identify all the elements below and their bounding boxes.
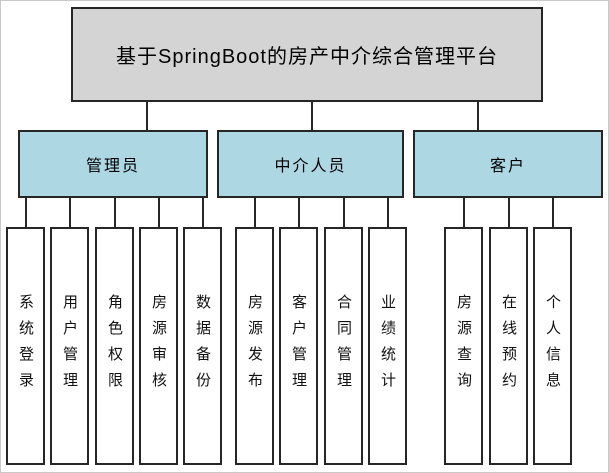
leaf-node-0-3: 房源审核 xyxy=(139,227,178,465)
connector-branch-1-leaf-2 xyxy=(342,198,345,227)
leaf-node-1-0: 房源发布 xyxy=(235,227,274,465)
leaf-node-0-2-label: 角色权限 xyxy=(106,294,123,398)
connector-root-branch-1 xyxy=(311,102,313,130)
leaf-node-0-1: 用户管理 xyxy=(50,227,89,465)
connector-branch-2-leaf-2 xyxy=(551,198,554,227)
connector-branch-1-leaf-3 xyxy=(386,198,389,227)
branch-node-0: 管理员 xyxy=(18,130,208,198)
leaf-node-0-3-label: 房源审核 xyxy=(150,294,167,398)
connector-branch-1-leaf-0 xyxy=(253,198,256,227)
leaf-node-0-1-label: 用户管理 xyxy=(61,294,78,398)
leaf-node-0-2: 角色权限 xyxy=(95,227,134,465)
connector-branch-2-leaf-1 xyxy=(507,198,510,227)
leaf-node-1-3: 业绩统计 xyxy=(368,227,407,465)
leaf-node-2-2: 个人信息 xyxy=(533,227,572,465)
leaf-node-2-0-label: 房源查询 xyxy=(455,294,472,398)
connector-branch-1-leaf-1 xyxy=(297,198,300,227)
leaf-node-1-1: 客户管理 xyxy=(279,227,318,465)
leaf-node-2-1: 在线预约 xyxy=(489,227,528,465)
connector-branch-0-leaf-2 xyxy=(113,198,116,227)
connector-root-branch-0 xyxy=(146,102,148,130)
connector-branch-0-leaf-4 xyxy=(201,198,204,227)
branch-node-0-label: 管理员 xyxy=(85,158,140,175)
leaf-node-0-4: 数据备份 xyxy=(183,227,222,465)
root-node-label: 基于SpringBoot的房产中介综合管理平台 xyxy=(116,46,498,68)
leaf-node-1-3-label: 业绩统计 xyxy=(379,294,396,398)
leaf-node-1-2: 合同管理 xyxy=(324,227,363,465)
branch-node-2: 客户 xyxy=(413,130,603,198)
connector-branch-2-leaf-0 xyxy=(462,198,465,227)
leaf-node-1-0-label: 房源发布 xyxy=(246,294,263,398)
connector-branch-0-leaf-1 xyxy=(68,198,71,227)
leaf-node-0-0: 系统登录 xyxy=(6,227,45,465)
leaf-node-1-2-label: 合同管理 xyxy=(335,294,352,398)
leaf-node-2-0: 房源查询 xyxy=(444,227,483,465)
leaf-node-0-4-label: 数据备份 xyxy=(194,294,211,398)
leaf-node-0-0-label: 系统登录 xyxy=(17,294,34,398)
branch-node-1: 中介人员 xyxy=(217,130,404,198)
leaf-node-2-2-label: 个人信息 xyxy=(544,294,561,398)
connector-root-branch-2 xyxy=(477,102,479,130)
branch-node-1-label: 中介人员 xyxy=(274,158,347,175)
branch-node-2-label: 客户 xyxy=(489,158,526,175)
root-node: 基于SpringBoot的房产中介综合管理平台 xyxy=(71,7,543,102)
leaf-node-1-1-label: 客户管理 xyxy=(290,294,307,398)
connector-branch-0-leaf-0 xyxy=(24,198,27,227)
connector-branch-0-leaf-3 xyxy=(157,198,160,227)
leaf-node-2-1-label: 在线预约 xyxy=(500,294,517,398)
